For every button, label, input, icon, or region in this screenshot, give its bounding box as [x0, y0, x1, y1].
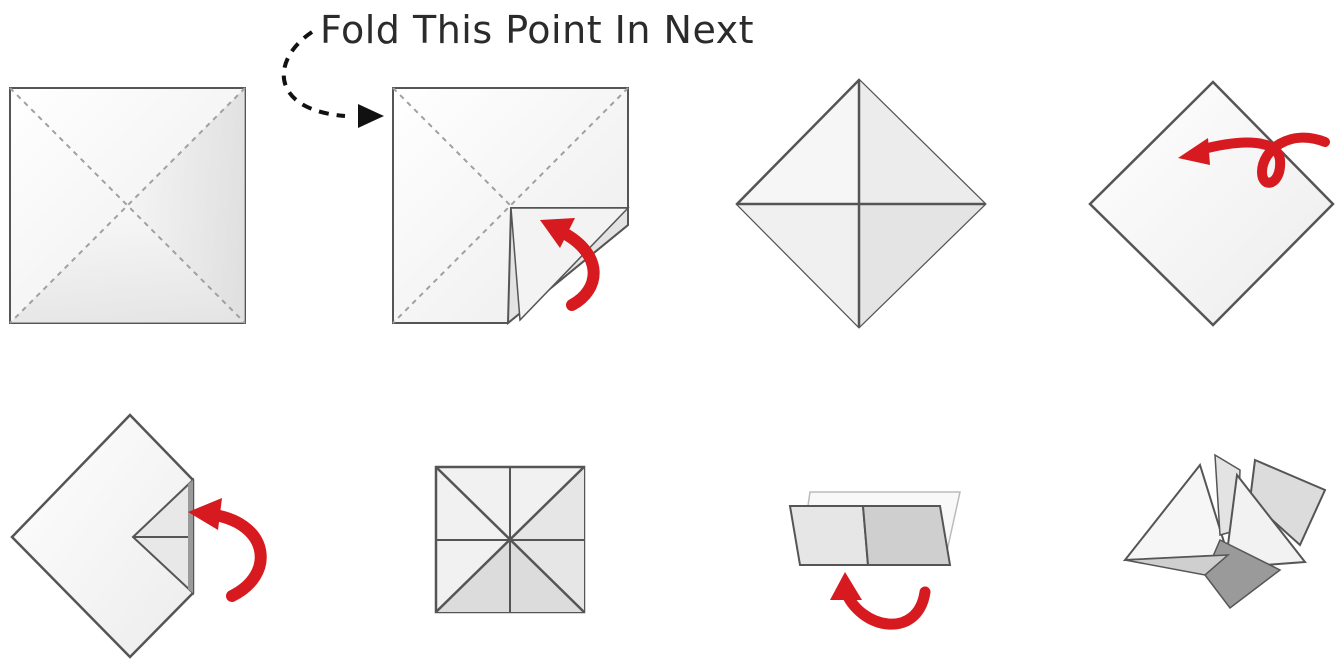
step-2-corner-fold: [393, 88, 628, 323]
step-5-fold-corners-again: [12, 415, 261, 657]
step-4-flip-over: [1090, 82, 1333, 325]
step-1-flat-square: [10, 88, 245, 323]
step-7-fold-in-half: [790, 492, 960, 624]
step-8-finished-fortune-teller: [1125, 455, 1325, 608]
step-6-small-square: [436, 467, 584, 612]
fold-instruction-label: Fold This Point In Next: [320, 8, 754, 52]
step-3-diamond: [737, 80, 985, 327]
